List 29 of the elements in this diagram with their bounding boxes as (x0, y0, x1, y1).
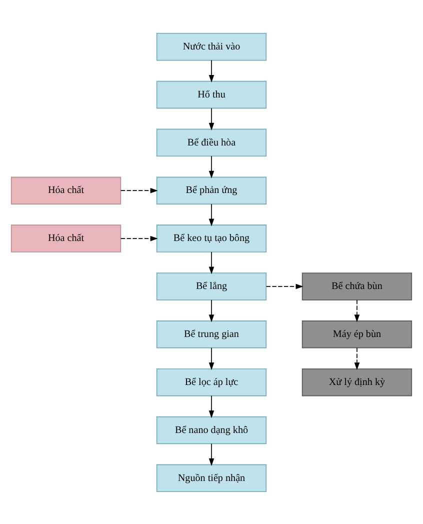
node-box: Máy ép bùn (302, 320, 412, 348)
arrow (208, 155, 214, 178)
arrow (208, 107, 214, 130)
node-box: Bể điều hòa (156, 128, 267, 156)
arrow (208, 394, 214, 418)
arrow (354, 299, 360, 322)
node-box: Bể phản ứng (156, 176, 267, 204)
node-box: Xử lý định kỳ (302, 368, 412, 396)
arrow (354, 346, 360, 370)
node-box: Hóa chất (10, 176, 122, 204)
node-box: Nước thải vào (156, 32, 267, 60)
node-box: Hóa chất (10, 224, 122, 252)
arrow (208, 251, 214, 274)
node-box: Nguồn tiếp nhận (156, 464, 267, 492)
arrow (120, 187, 158, 193)
node-box: Bể trung gian (156, 320, 267, 348)
arrow (208, 59, 214, 82)
node-box: Bể lọc áp lực (156, 368, 267, 396)
node-box: Bể lắng (156, 272, 267, 300)
arrow (266, 283, 304, 289)
node-box: Bể nano dạng khô (156, 416, 267, 444)
arrow (208, 299, 214, 322)
node-box: Bể chứa bùn (302, 272, 412, 300)
node-box: Hố thu (156, 80, 267, 108)
arrow (208, 203, 214, 226)
arrow (208, 442, 214, 466)
node-box: Bể keo tụ tạo bông (156, 224, 267, 252)
arrow (120, 235, 158, 241)
arrow (208, 346, 214, 370)
